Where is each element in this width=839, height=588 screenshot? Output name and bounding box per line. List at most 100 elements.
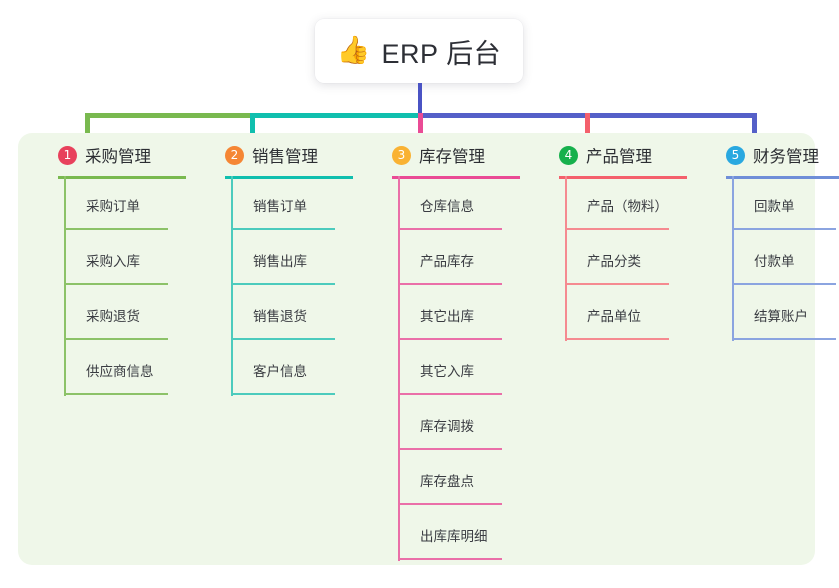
leaf-node-rule [231,338,335,340]
leaf-node-rule [398,228,502,230]
branch-items-5: 回款单付款单结算账户 [732,176,839,341]
leaf-node[interactable]: 其它入库 [398,341,538,396]
branches-panel: 1 采购管理 采购订单采购入库采购退货供应商信息 2 销售管理 销售订单销售出库… [18,133,839,565]
leaf-node[interactable]: 销售退货 [231,286,371,341]
connector-root-stem [418,83,422,117]
branch-column-1: 1 采购管理 采购订单采购入库采购退货供应商信息 [36,133,204,396]
branch-badge-3: 3 [392,145,411,165]
thumbs-up-icon: 👍 [336,34,371,66]
leaf-node-label: 客户信息 [253,364,307,379]
branch-header-1[interactable]: 1 采购管理 [36,133,204,177]
connector-bus-green [85,113,252,118]
leaf-node-label: 产品单位 [587,309,641,324]
leaf-node-rule [398,393,502,395]
leaf-node[interactable]: 仓库信息 [398,176,538,231]
branch-spine-4 [565,176,567,341]
leaf-node-rule [732,228,836,230]
leaf-node[interactable]: 产品分类 [565,231,705,286]
branch-title-5: 财务管理 [753,148,819,166]
leaf-node[interactable]: 产品库存 [398,231,538,286]
leaf-node-label: 销售出库 [253,254,307,269]
root-node[interactable]: 👍 ERP 后台 [315,19,523,83]
leaf-node-label: 库存盘点 [420,474,474,489]
leaf-node-label: 付款单 [754,254,795,269]
leaf-node-label: 采购退货 [86,309,140,324]
leaf-node-label: 采购订单 [86,199,140,214]
leaf-node-label: 销售订单 [253,199,307,214]
leaf-node-label: 库存调拨 [420,419,474,434]
leaf-node-label: 产品分类 [587,254,641,269]
branch-header-rule-2 [225,176,353,179]
leaf-node[interactable]: 库存调拨 [398,396,538,451]
leaf-node-rule [64,338,168,340]
branch-badge-2: 2 [225,145,244,165]
leaf-node-rule [64,393,168,395]
leaf-node[interactable]: 产品（物料） [565,176,705,231]
leaf-node-rule [231,393,335,395]
leaf-node[interactable]: 库存盘点 [398,451,538,506]
branch-badge-5: 5 [726,145,745,165]
branch-spine-1 [64,176,66,396]
leaf-node-label: 销售退货 [253,309,307,324]
leaf-node-label: 采购入库 [86,254,140,269]
leaf-node[interactable]: 出库库明细 [398,506,538,561]
branch-items-1: 采购订单采购入库采购退货供应商信息 [64,176,204,396]
leaf-node[interactable]: 供应商信息 [64,341,204,396]
leaf-node-rule [398,503,502,505]
leaf-node-rule [565,338,669,340]
leaf-node[interactable]: 采购订单 [64,176,204,231]
leaf-node[interactable]: 销售出库 [231,231,371,286]
branch-title-2: 销售管理 [252,148,318,166]
leaf-node[interactable]: 回款单 [732,176,839,231]
leaf-node-rule [398,338,502,340]
leaf-node[interactable]: 采购退货 [64,286,204,341]
branch-title-1: 采购管理 [85,148,151,166]
root-node-label: ERP 后台 [381,38,502,69]
branch-badge-4: 4 [559,145,578,165]
leaf-node[interactable]: 其它出库 [398,286,538,341]
branch-header-2[interactable]: 2 销售管理 [203,133,371,177]
leaf-node-rule [64,228,168,230]
leaf-node-rule [231,283,335,285]
leaf-node-label: 产品（物料） [587,199,668,214]
connector-bus-teal [250,113,420,118]
leaf-node-label: 回款单 [754,199,795,214]
leaf-node-rule [732,338,836,340]
leaf-node-label: 结算账户 [754,309,808,324]
branch-header-4[interactable]: 4 产品管理 [537,133,705,177]
branch-items-3: 仓库信息产品库存其它出库其它入库库存调拨库存盘点出库库明细 [398,176,538,561]
leaf-node[interactable]: 销售订单 [231,176,371,231]
leaf-node[interactable]: 客户信息 [231,341,371,396]
branch-header-5[interactable]: 5 财务管理 [704,133,839,177]
leaf-node[interactable]: 产品单位 [565,286,705,341]
branch-column-4: 4 产品管理 产品（物料） 产品分类产品单位 [537,133,705,341]
leaf-node[interactable]: 付款单 [732,231,839,286]
leaf-node-label: 其它入库 [420,364,474,379]
branch-header-rule-1 [58,176,186,179]
leaf-node-label: 产品库存 [420,254,474,269]
leaf-node-rule [64,283,168,285]
leaf-node-rule [565,283,669,285]
leaf-node-rule [565,228,669,230]
branch-column-5: 5 财务管理 回款单付款单结算账户 [704,133,839,341]
leaf-node-label: 其它出库 [420,309,474,324]
branch-items-2: 销售订单销售出库销售退货客户信息 [231,176,371,396]
branch-header-rule-5 [726,176,839,179]
branch-header-3[interactable]: 3 库存管理 [370,133,538,177]
branch-items-4: 产品（物料） 产品分类产品单位 [565,176,705,341]
branch-column-3: 3 库存管理 仓库信息产品库存其它出库其它入库库存调拨库存盘点出库库明细 [370,133,538,561]
leaf-node-rule [398,558,502,560]
branch-spine-5 [732,176,734,341]
leaf-node-label: 供应商信息 [86,364,154,379]
leaf-node-rule [398,448,502,450]
leaf-node-rule [231,228,335,230]
branch-column-2: 2 销售管理 销售订单销售出库销售退货客户信息 [203,133,371,396]
leaf-node-rule [732,283,836,285]
leaf-node-rule [398,283,502,285]
leaf-node[interactable]: 采购入库 [64,231,204,286]
leaf-node[interactable]: 结算账户 [732,286,839,341]
branch-title-4: 产品管理 [586,148,652,166]
branch-header-rule-3 [392,176,520,179]
branch-spine-2 [231,176,233,396]
